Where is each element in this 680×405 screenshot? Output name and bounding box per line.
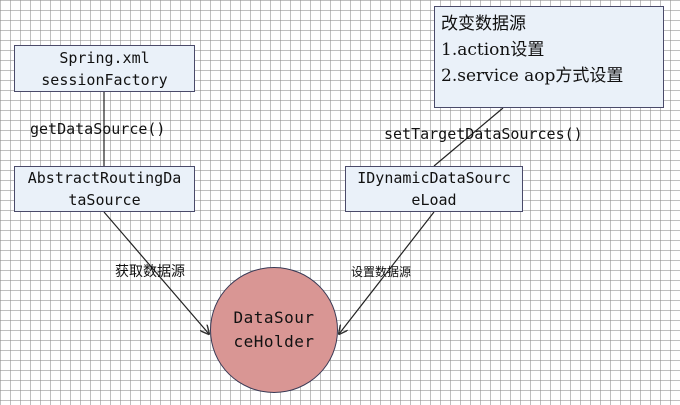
node-holder-line2: ceHolder [233,332,315,351]
edge-note-dynamic [433,107,504,167]
note-line2: 2.service aop方式设置 [441,66,624,86]
node-abstract-routing[interactable]: AbstractRoutingDa taSource [14,166,195,212]
node-spring-xml[interactable]: Spring.xml sessionFactory [14,45,195,92]
edge-routing-holder [103,211,209,334]
edge-label-fetch: 获取数据源 [115,264,185,280]
node-abstract-routing-line2: taSource [68,191,141,209]
node-idynamic-datasource[interactable]: IDynamicDataSourc eLoad [345,166,523,212]
edge-label-get-datasource: getDataSource() [30,120,166,138]
note-line1: 1.action设置 [441,40,545,60]
note-change-datasource[interactable]: 改变数据源 1.action设置 2.service aop方式设置 [434,6,664,108]
edge-label-set: 设置数据源 [351,265,412,279]
node-abstract-routing-line1: AbstractRoutingDa [27,169,182,187]
node-holder-line1: DataSour [233,308,315,327]
node-idynamic-line2: eLoad [411,191,457,209]
node-datasource-holder[interactable]: DataSour ceHolder [210,267,338,393]
edge-label-set-target: setTargetDataSources() [384,125,583,143]
node-spring-xml-line1: Spring.xml [59,48,150,67]
note-title: 改变数据源 [441,14,526,34]
edge-dynamic-holder [339,211,435,334]
node-idynamic-line1: IDynamicDataSourc [357,169,511,187]
node-spring-xml-line2: sessionFactory [41,70,168,89]
